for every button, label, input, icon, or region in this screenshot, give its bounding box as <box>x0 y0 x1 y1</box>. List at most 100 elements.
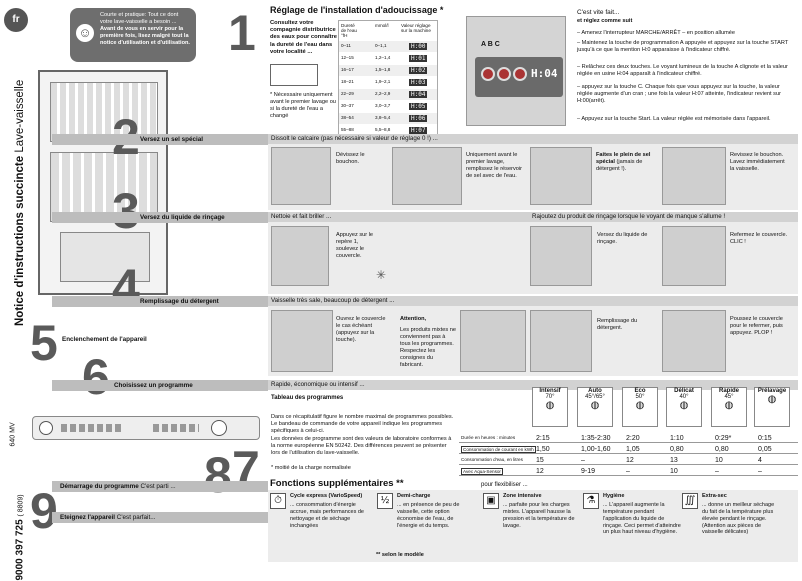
step-number-9: 9 <box>30 483 58 539</box>
program-value: 2:15 <box>536 435 550 442</box>
program-name: Prélavage <box>757 388 787 394</box>
step-number-8: 8 <box>204 447 232 503</box>
hardness-setting: H:03 <box>409 79 428 86</box>
program-temp: 70° <box>545 394 555 400</box>
program-value: 13 <box>670 457 678 464</box>
extra-dry-icon: ∭ <box>682 493 698 509</box>
step-number-6: 6 <box>82 349 110 405</box>
s9-band-text: C'est parfait... <box>116 514 156 521</box>
program-value: – <box>581 457 585 464</box>
extra-title: Fonctions supplémentaires ** <box>270 478 404 489</box>
side-title-bold: Notice d'instructions succincte <box>14 155 26 326</box>
program-value: 1,50 <box>536 446 550 453</box>
key-a-button[interactable] <box>481 67 495 81</box>
intro-box: ☺ Courte et pratique: Tout ce dont votre… <box>70 8 196 62</box>
program-buttons[interactable] <box>61 424 121 432</box>
hardness-range: 55–88 <box>341 127 354 132</box>
hardness-row: 18–21 1,9–2,1 H:03 <box>339 77 437 88</box>
hardness-setting: H:06 <box>409 115 428 122</box>
program-value: 0,05 <box>758 446 772 453</box>
s1-note: * Nécessaire uniquement avant le premier… <box>270 92 336 119</box>
program-value: 12 <box>626 457 634 464</box>
program-value: – <box>715 468 719 475</box>
smiley-icon: ☺ <box>76 24 94 42</box>
s2-illus-water <box>392 147 462 205</box>
doc-number-text: 9000 397 725 <box>14 519 26 581</box>
s3-bar: Nettoie et fait briller ...Rajoutez du p… <box>268 212 798 222</box>
program-icon: ◍ <box>767 394 777 405</box>
s2-c-bold: Faites le plein de sel spécial <box>596 152 651 165</box>
power-button[interactable] <box>39 421 53 435</box>
s4-illus-tablet <box>460 310 526 372</box>
control-panel <box>32 416 260 440</box>
s2-illus-unscrew <box>271 147 331 205</box>
half-load-icon: ½ <box>377 493 393 509</box>
extras-bg <box>268 490 798 562</box>
hardness-range: 18–21 <box>341 79 354 84</box>
program-name: Rapide <box>718 388 739 394</box>
s4-b: Les produits mixtes ne conviennent pas à… <box>400 327 456 368</box>
hardness-mmol: 1,5–1,8 <box>375 67 391 72</box>
extra-function-title: Cycle express (VarioSpeed) <box>290 493 363 499</box>
hardness-mmol: 5,5–8,8 <box>375 127 391 132</box>
key-b-label: B <box>487 41 493 48</box>
s2-a: Dévissez le bouchon. <box>336 152 365 165</box>
extra-function: Cycle express (VarioSpeed)... consommati… <box>290 493 368 529</box>
hardness-table: Dureté de l'eau °fH mmol/l Valeur réglag… <box>338 20 438 136</box>
program-value: 0,80 <box>715 446 729 453</box>
table-p3: * moitié de la charge normalisée <box>271 465 351 471</box>
step-number-3: 3 <box>112 183 140 239</box>
s2-bar: Dissolt le calcaire (pas nécessaire si v… <box>268 134 798 144</box>
program-value: 4 <box>758 457 762 464</box>
hardness-setting: H:05 <box>409 103 428 110</box>
key-b-button[interactable] <box>497 67 511 81</box>
extra-function: Zone intensive... parfaite pour les char… <box>503 493 581 529</box>
extra-note: ** selon le modèle <box>376 552 424 558</box>
s1-step-2: – Maintenez la touche de programmation A… <box>577 40 789 53</box>
s3-illus-close <box>662 226 726 286</box>
hardness-mmol: 1,9–2,1 <box>375 79 391 84</box>
hardness-mmol: 2,2–2,9 <box>375 91 391 96</box>
hardness-range: 22–29 <box>341 91 354 96</box>
hardness-mmol: 0–1,1 <box>375 43 387 48</box>
clock-icon: ⏱ <box>270 493 286 509</box>
program-temp: 40° <box>679 394 689 400</box>
key-c-button[interactable] <box>513 67 527 81</box>
hygiene-icon: ⚗ <box>583 493 599 509</box>
sparkle-icon: ✳ <box>376 268 387 282</box>
hardness-row: 22–29 2,2–2,9 H:04 <box>339 89 437 100</box>
option-buttons[interactable] <box>153 424 199 432</box>
program-value: 1,05 <box>626 446 640 453</box>
s2-illus-screw <box>662 147 726 205</box>
key-a-label: A <box>481 41 486 48</box>
hardness-setting: H:04 <box>409 91 428 98</box>
program-icon: ◍ <box>679 400 689 411</box>
s3-b: Versez du liquide de rinçage. <box>597 232 648 245</box>
program-value: 15 <box>536 457 544 464</box>
s8-band-title: Démarrage du programme <box>60 483 139 490</box>
s3-c: Refermez le couvercle. CLIC ! <box>730 232 788 245</box>
table-title: Tableau des programmes <box>271 395 344 401</box>
program-value: 1,00-1,60 <box>581 446 611 453</box>
program-value: 10 <box>715 457 723 464</box>
s2-c: Faites le plein de sel spécial (jamais d… <box>596 152 656 173</box>
program-name: Délicat <box>674 388 694 394</box>
program-value: 0,80 <box>670 446 684 453</box>
hardness-setting: H:00 <box>409 43 428 50</box>
extra-function-title: Zone intensive <box>503 493 542 499</box>
s1-right-head: C'est vite fait... <box>577 9 620 16</box>
s8-band-text: C'est parti ... <box>140 483 176 490</box>
s1-step-3: – Relâchez ces deux touches. Le voyant l… <box>577 64 788 77</box>
s1-entry-box <box>270 64 318 86</box>
hardness-setting: H:02 <box>409 67 428 74</box>
s4-c: Remplissage du détergent. <box>597 318 638 331</box>
start-button[interactable] <box>211 420 227 436</box>
